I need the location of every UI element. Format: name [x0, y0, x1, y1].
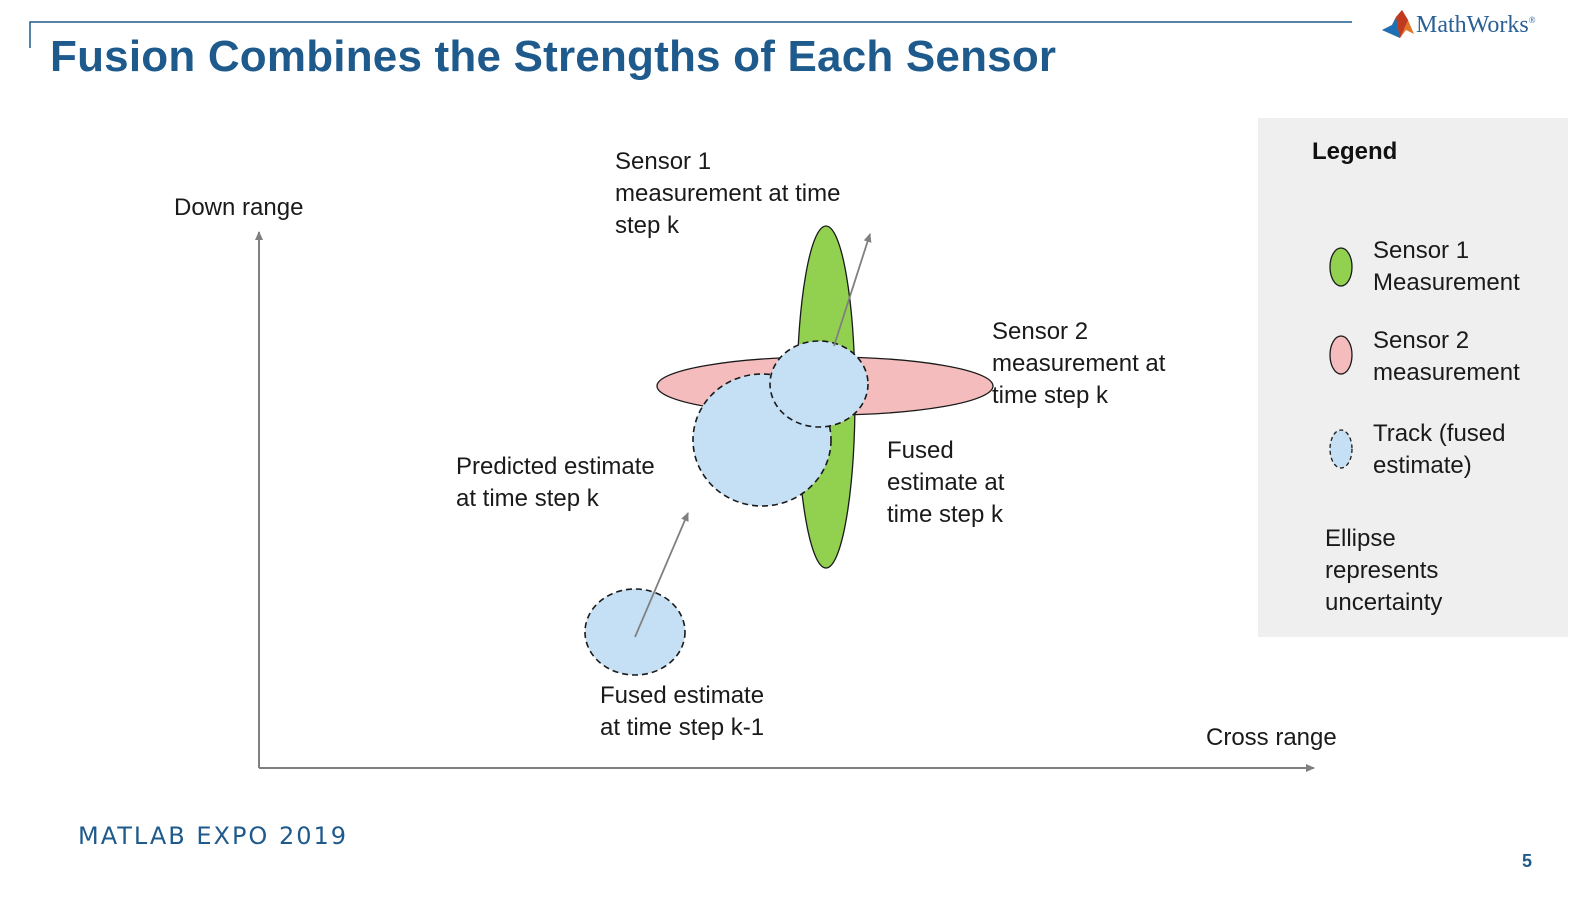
- predicted-label-line: Predicted estimate: [456, 453, 655, 480]
- predicted-estimate-label: Predicted estimate at time step k: [456, 451, 655, 515]
- sensor2-label: Sensor 2 measurement at time step k: [992, 316, 1165, 412]
- event-footer: MATLAB EXPO 2019: [78, 822, 349, 850]
- legend-item-label: Sensor 1: [1373, 237, 1470, 264]
- legend-item-sensor2: Sensor 2 measurement: [1373, 325, 1520, 389]
- legend-note-line: Ellipse: [1325, 525, 1396, 552]
- x-axis-label: Cross range: [1206, 724, 1337, 751]
- legend-note-line: represents: [1325, 557, 1439, 584]
- fused-k1-label-line: at time step k-1: [600, 714, 765, 741]
- fused-estimate-k-ellipse: [769, 340, 869, 428]
- legend-title: Legend: [1312, 138, 1398, 165]
- fused-k-label-line: time step k: [887, 501, 1004, 528]
- fused-estimate-k1-label: Fused estimate at time step k-1: [600, 680, 764, 744]
- page-number: 5: [1522, 851, 1533, 871]
- legend-item-sensor1: Sensor 1 Measurement: [1373, 235, 1520, 299]
- membrane-icon: [1382, 10, 1414, 38]
- fused-k-label-line: estimate at: [887, 469, 1005, 496]
- legend-note: Ellipse represents uncertainty: [1325, 523, 1442, 619]
- legend-item-label: Track (fused: [1373, 420, 1506, 447]
- fused-estimate-k-label: Fused estimate at time step k: [887, 435, 1004, 531]
- legend-item-label: estimate): [1373, 452, 1472, 479]
- fused-k-label-line: Fused: [887, 437, 954, 464]
- legend-item-track: Track (fused estimate): [1373, 418, 1505, 482]
- sensor1-label-line: Sensor 1: [615, 148, 712, 175]
- sensor1-label-line: measurement at time: [615, 180, 841, 207]
- y-axis-label: Down range: [174, 194, 304, 221]
- sensor2-label-line: time step k: [992, 382, 1109, 409]
- slide-title: Fusion Combines the Strengths of Each Se…: [50, 32, 1057, 81]
- sensor2-label-line: Sensor 2: [992, 318, 1089, 345]
- logo-wordmark: MathWorks®: [1416, 12, 1536, 38]
- fused-estimate-k1-ellipse: [584, 588, 686, 676]
- fused-k1-label-line: Fused estimate: [600, 682, 765, 709]
- legend-item-label: measurement: [1373, 359, 1520, 386]
- predicted-label-line: at time step k: [456, 485, 599, 512]
- legend-item-label: Sensor 2: [1373, 327, 1470, 354]
- sensor2-label-line: measurement at: [992, 350, 1166, 377]
- motion-arrow-prediction: [634, 512, 689, 638]
- sensor1-label-line: step k: [615, 212, 680, 239]
- legend-panel: [1258, 118, 1568, 637]
- header-rule: [29, 21, 1352, 48]
- legend-note-line: uncertainty: [1325, 589, 1443, 616]
- motion-arrow-update: [833, 233, 872, 347]
- sensor1-label: Sensor 1 measurement at time step k: [615, 146, 840, 242]
- legend-item-label: Measurement: [1373, 269, 1520, 296]
- mathworks-logo: MathWorks®: [1380, 8, 1560, 42]
